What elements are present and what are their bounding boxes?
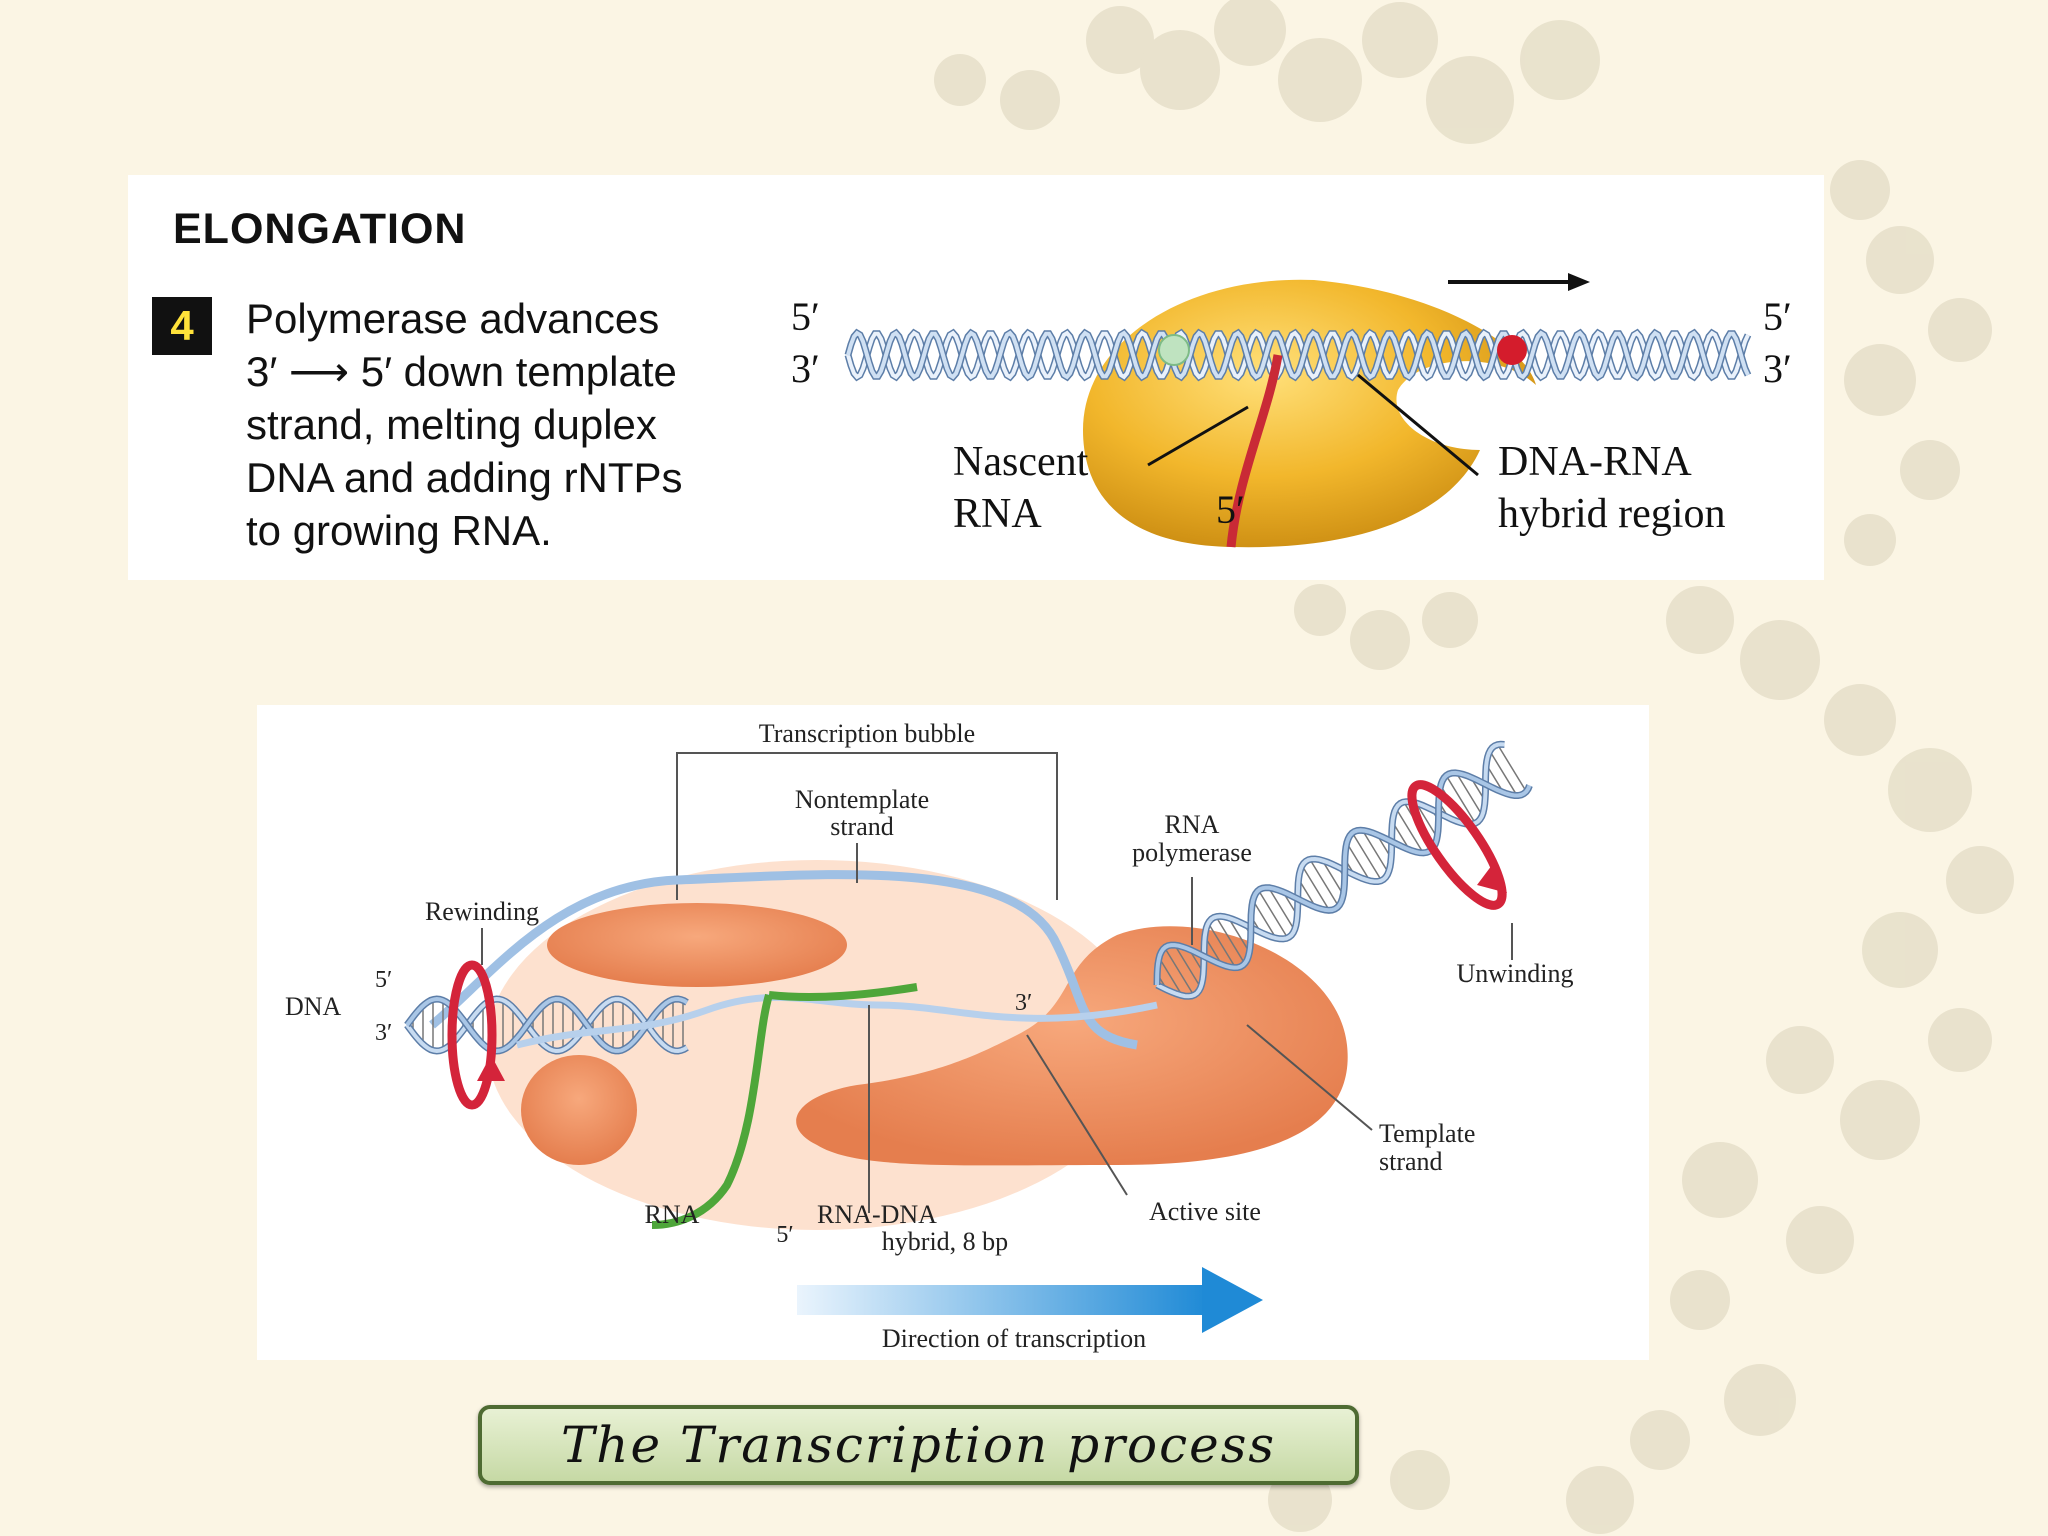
slide-caption: The Transcription process bbox=[560, 1416, 1277, 1474]
direction-arrow-shaft bbox=[797, 1285, 1207, 1315]
step-number-badge: 4 bbox=[152, 297, 212, 355]
step-line: DNA and adding rNTPs bbox=[246, 454, 683, 501]
unwinding-label: Unwinding bbox=[1457, 959, 1574, 988]
template-leader bbox=[1246, 1024, 1373, 1131]
dna-5prime-label: 5′ bbox=[375, 967, 392, 993]
dna-left-3prime-label: 3′ bbox=[791, 346, 820, 391]
elongation-panel: ELONGATION 4 Polymerase advances 3′ ⟶ 5′… bbox=[128, 175, 1824, 580]
step-line: strand, melting duplex bbox=[246, 401, 657, 448]
template-label-line1: Template bbox=[1379, 1119, 1475, 1148]
polymerase-lobe-right bbox=[796, 926, 1348, 1166]
dna-right-5prime-label: 5′ bbox=[1763, 294, 1792, 339]
unwinding-ring bbox=[1407, 780, 1507, 910]
nascent-rna-strand bbox=[1226, 354, 1283, 548]
hybrid-leader bbox=[1357, 373, 1479, 477]
rna-strand bbox=[651, 983, 918, 1229]
panel-title: ELONGATION bbox=[173, 205, 467, 253]
rna-3prime-label: 3′ bbox=[1015, 990, 1032, 1016]
elongation-diagram: 5′ 3′ 5′ 3′ Nascent RNA 5′ DNA-RNA hybri… bbox=[791, 273, 1792, 548]
helix-strand-coding bbox=[846, 330, 1750, 380]
dna-3prime-label: 3′ bbox=[375, 1020, 392, 1046]
step-description: Polymerase advances 3′ ⟶ 5′ down templat… bbox=[246, 292, 806, 557]
nontemplate-label-line2: strand bbox=[830, 812, 894, 841]
polymerase-lobe-top bbox=[547, 903, 847, 987]
slide-caption-box: The Transcription process bbox=[478, 1405, 1359, 1485]
unwinding-arrowhead bbox=[1477, 861, 1507, 893]
rewinding-label: Rewinding bbox=[425, 897, 539, 926]
dna-right-3prime-label: 3′ bbox=[1763, 346, 1792, 391]
template-label-line2: strand bbox=[1379, 1147, 1443, 1176]
incoming-nucleotide-red bbox=[1497, 335, 1527, 365]
rewinding-arrowhead bbox=[477, 1055, 505, 1081]
hybrid-label-line1: RNA-DNA bbox=[817, 1200, 937, 1229]
polymerase-lobe-left bbox=[521, 1055, 637, 1165]
transcription-bubble-bracket bbox=[676, 752, 1058, 900]
direction-arrowhead bbox=[1568, 273, 1590, 291]
dna-double-helix bbox=[844, 328, 1752, 382]
direction-of-transcription-label: Direction of transcription bbox=[882, 1324, 1146, 1353]
direction-of-transcription-arrow bbox=[797, 1268, 1267, 1285]
incoming-nucleotide-green bbox=[1158, 334, 1190, 366]
helix-strand-template bbox=[846, 330, 1750, 380]
nascent-rna-label-line1: Nascent bbox=[953, 439, 1089, 485]
rna-polymerase-label-line1: RNA bbox=[1165, 810, 1220, 839]
active-site-leader bbox=[1026, 1034, 1128, 1196]
step-line: 3′ ⟶ 5′ down template bbox=[246, 348, 677, 395]
nontemplate-strand bbox=[429, 870, 1138, 1050]
transcription-bubble-diagram: Transcription bubble Nontemplate strand … bbox=[285, 719, 1574, 1353]
transcription-bubble-panel: Transcription bubble Nontemplate strand … bbox=[257, 705, 1649, 1360]
transcription-bubble-label: Transcription bubble bbox=[759, 719, 975, 748]
rna-polymerase-shape bbox=[1083, 279, 1536, 548]
rewinding-ring bbox=[447, 960, 497, 1110]
rna-label: RNA bbox=[645, 1200, 700, 1229]
active-site-label: Active site bbox=[1149, 1197, 1261, 1226]
hybrid-region-label-line2: hybrid region bbox=[1498, 491, 1725, 537]
hybrid-label-line2: hybrid, 8 bp bbox=[882, 1227, 1008, 1256]
direction-arrow-head bbox=[1202, 1267, 1263, 1333]
nontemplate-label-line1: Nontemplate bbox=[795, 785, 929, 814]
helix-strand-template bbox=[1155, 770, 1532, 986]
nascent-rna-leader bbox=[1147, 405, 1249, 467]
nascent-rna-label-line2: RNA bbox=[953, 491, 1042, 537]
step-line: to growing RNA. bbox=[246, 507, 552, 554]
dna-left-5prime-label: 5′ bbox=[791, 294, 820, 339]
rna-5prime-label: 5′ bbox=[1216, 487, 1245, 532]
hybrid-region-label-line1: DNA-RNA bbox=[1498, 439, 1692, 485]
dna-label: DNA bbox=[285, 992, 342, 1021]
rna-polymerase-label-line2: polymerase bbox=[1132, 838, 1252, 867]
step-line: Polymerase advances bbox=[246, 295, 660, 342]
rna-5prime-label: 5′ bbox=[776, 1222, 793, 1248]
